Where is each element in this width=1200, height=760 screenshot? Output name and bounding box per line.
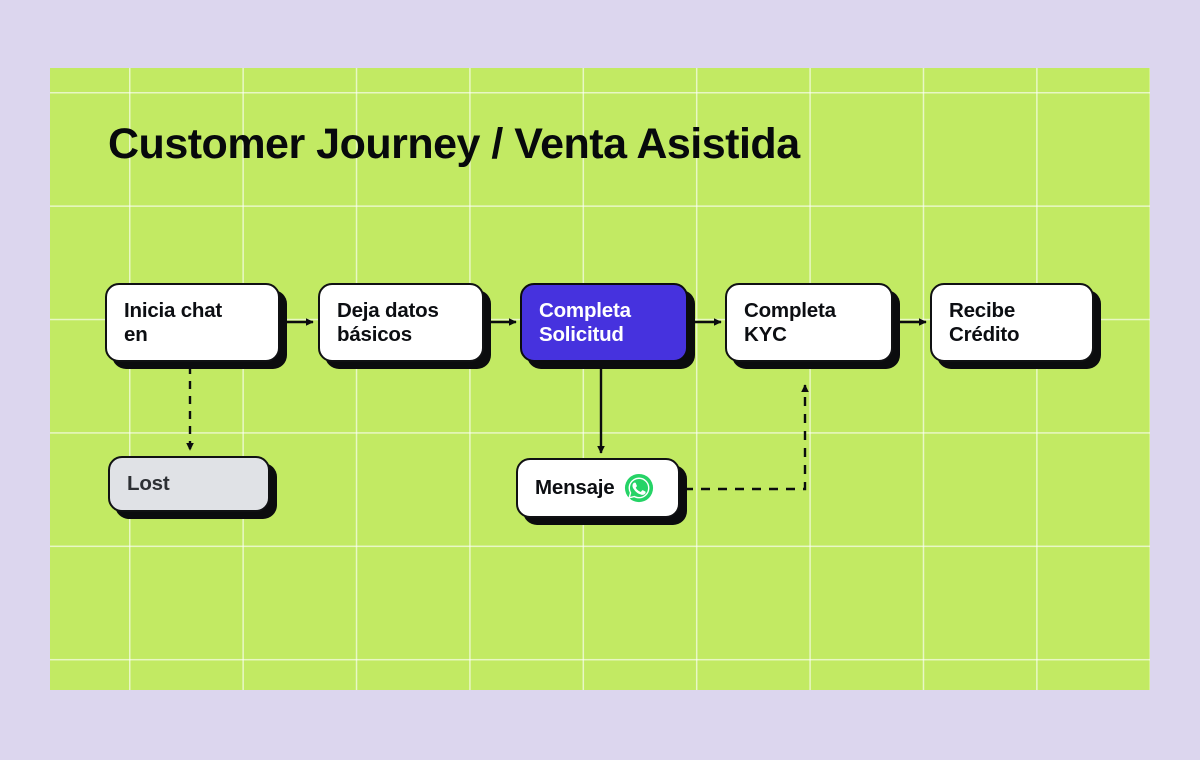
node-label: Lost xyxy=(127,472,170,496)
page-title: Customer Journey / Venta Asistida xyxy=(108,120,800,168)
whatsapp-icon xyxy=(624,473,653,503)
node-label: Recibe Crédito xyxy=(949,298,1020,346)
node-label: Mensaje xyxy=(535,476,615,500)
node-label: Deja datos básicos xyxy=(337,298,439,346)
node-label: Completa Solicitud xyxy=(539,298,631,346)
node-recibe-credito[interactable]: Recibe Crédito xyxy=(930,283,1094,362)
node-lost[interactable]: Lost xyxy=(108,456,270,512)
node-completa-kyc[interactable]: Completa KYC xyxy=(725,283,893,362)
node-label: Inicia chat en xyxy=(124,298,223,346)
node-deja-datos[interactable]: Deja datos básicos xyxy=(318,283,484,362)
node-completa-solicitud[interactable]: Completa Solicitud xyxy=(520,283,688,362)
node-mensaje[interactable]: Mensaje xyxy=(516,458,680,518)
node-label: Completa KYC xyxy=(744,298,836,346)
node-inicia-chat[interactable]: Inicia chat en xyxy=(105,283,280,362)
